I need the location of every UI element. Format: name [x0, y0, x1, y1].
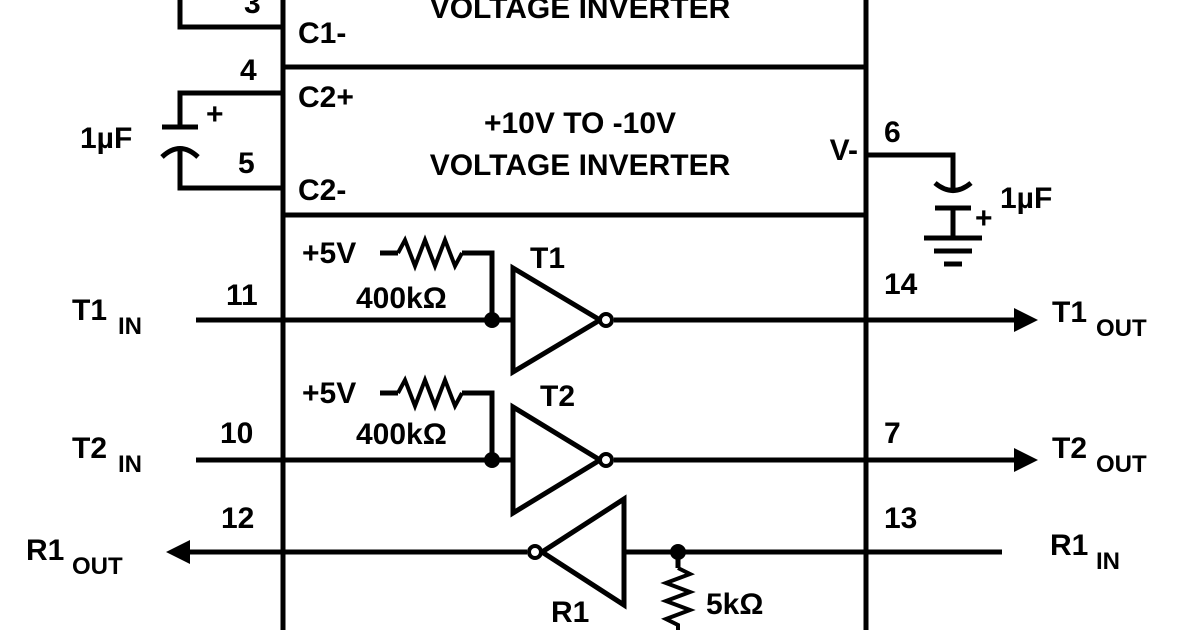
r1-out-arrow-icon	[166, 540, 190, 564]
t2-supply: +5V	[302, 377, 356, 410]
t2-junction-dot	[484, 452, 500, 468]
right-capacitor	[933, 181, 973, 211]
t1-supply: +5V	[302, 237, 356, 270]
r1-receiver-triangle	[537, 494, 627, 610]
pin4-wire	[177, 90, 283, 127]
left-capacitor	[160, 124, 200, 159]
left-cap-value: 1µF	[80, 122, 132, 155]
io-r1-in: R1 IN	[1050, 529, 1120, 575]
t1-driver-triangle	[510, 263, 605, 377]
pin-14: 14	[884, 268, 918, 301]
pin-7: 7	[884, 417, 901, 450]
t2-inverter-bubble	[598, 452, 614, 468]
ground-icon	[924, 235, 982, 267]
t1-out-arrow-icon	[1014, 308, 1038, 332]
svg-text:IN: IN	[1096, 548, 1120, 575]
svg-text:OUT: OUT	[72, 553, 123, 580]
pin-3: 3	[244, 0, 261, 20]
t1-name: T1	[530, 242, 565, 275]
svg-text:R1: R1	[1050, 529, 1088, 562]
label-c1-minus: C1-	[298, 17, 346, 50]
pin6-wire	[866, 152, 956, 188]
t2-out-arrow-icon	[1014, 448, 1038, 472]
t2-driver-triangle	[510, 402, 605, 518]
second-inverter-line2: VOLTAGE INVERTER	[430, 149, 731, 182]
right-cap-plus: +	[975, 202, 993, 235]
t2-pullup-value: 400kΩ	[356, 418, 447, 451]
pin-10: 10	[220, 417, 253, 450]
label-v-minus: V-	[830, 134, 858, 167]
r1-name: R1	[551, 596, 589, 629]
pin-6: 6	[884, 116, 901, 149]
io-r1-out: R1 OUT	[26, 534, 123, 580]
svg-text:IN: IN	[118, 451, 142, 478]
io-t1-in: T1 IN	[72, 294, 142, 340]
io-t2-out: T2 OUT	[1052, 432, 1147, 478]
t2-pullup-tail	[462, 390, 495, 460]
r1-pulldown-value: 5kΩ	[706, 588, 763, 621]
svg-text:IN: IN	[118, 313, 142, 340]
svg-text:R1: R1	[26, 534, 64, 567]
t1-junction-dot	[484, 312, 500, 328]
left-cap-plus: +	[206, 98, 224, 131]
pin-13: 13	[884, 502, 917, 535]
r1-inverter-bubble	[527, 544, 543, 560]
pin5-wire	[177, 150, 283, 191]
t1-pullup-zigzag	[396, 234, 464, 272]
t2-name: T2	[540, 380, 575, 413]
top-inverter-title: VOLTAGE INVERTER	[430, 0, 731, 25]
right-cap-value: 1µF	[1000, 182, 1052, 215]
pin-5: 5	[238, 147, 255, 180]
t1-pullup-value: 400kΩ	[356, 282, 447, 315]
svg-text:T1: T1	[72, 294, 107, 327]
svg-text:T2: T2	[72, 432, 107, 465]
pin-11: 11	[226, 279, 258, 312]
io-t1-out: T1 OUT	[1052, 296, 1147, 342]
io-t2-in: T2 IN	[72, 432, 142, 478]
r1-junction-dot	[670, 544, 686, 560]
svg-text:T2: T2	[1052, 432, 1087, 465]
t2-pullup-zigzag	[396, 374, 464, 412]
label-c2-minus: C2-	[298, 174, 346, 207]
r1-pulldown-zigzag	[660, 566, 696, 630]
label-c2-plus: C2+	[298, 81, 354, 114]
pin3-wire	[177, 0, 283, 30]
svg-text:OUT: OUT	[1096, 451, 1147, 478]
t1-inverter-bubble	[598, 312, 614, 328]
svg-text:T1: T1	[1052, 296, 1087, 329]
pin-4: 4	[240, 54, 257, 87]
t1-pullup-tail	[462, 250, 495, 320]
svg-text:OUT: OUT	[1096, 315, 1147, 342]
second-inverter-line1: +10V TO -10V	[484, 107, 676, 140]
pin-12: 12	[221, 502, 254, 535]
